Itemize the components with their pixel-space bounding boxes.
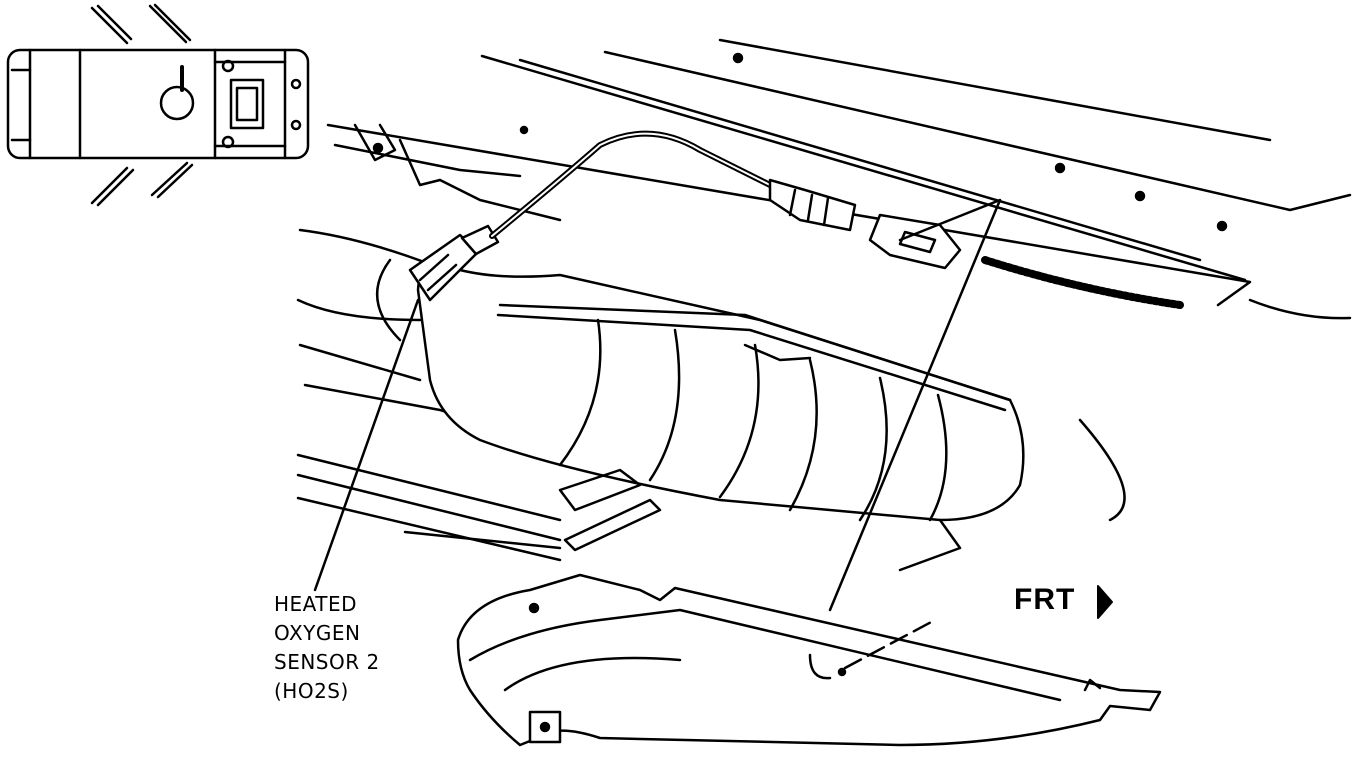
arrow-right-icon [1097,585,1113,619]
callout-line-4: (HO2S) [274,679,349,703]
catalytic-converter [416,262,1025,572]
leader-lines [313,198,1002,670]
heat-shield [456,573,1162,747]
callout-line-3: SENSOR 2 [274,650,380,674]
callout-leader-line [313,298,420,592]
front-direction-label: FRT [1014,583,1076,616]
vehicle-locator-inset [6,3,310,207]
callout-line-2: OXYGEN [274,621,361,645]
connector-leader-line [828,198,1002,612]
floor-pan [326,38,1352,522]
heated-oxygen-sensor-callout: HEATED OXYGEN SENSOR 2 (HO2S) [274,590,474,706]
callout-line-1: HEATED [274,592,358,616]
